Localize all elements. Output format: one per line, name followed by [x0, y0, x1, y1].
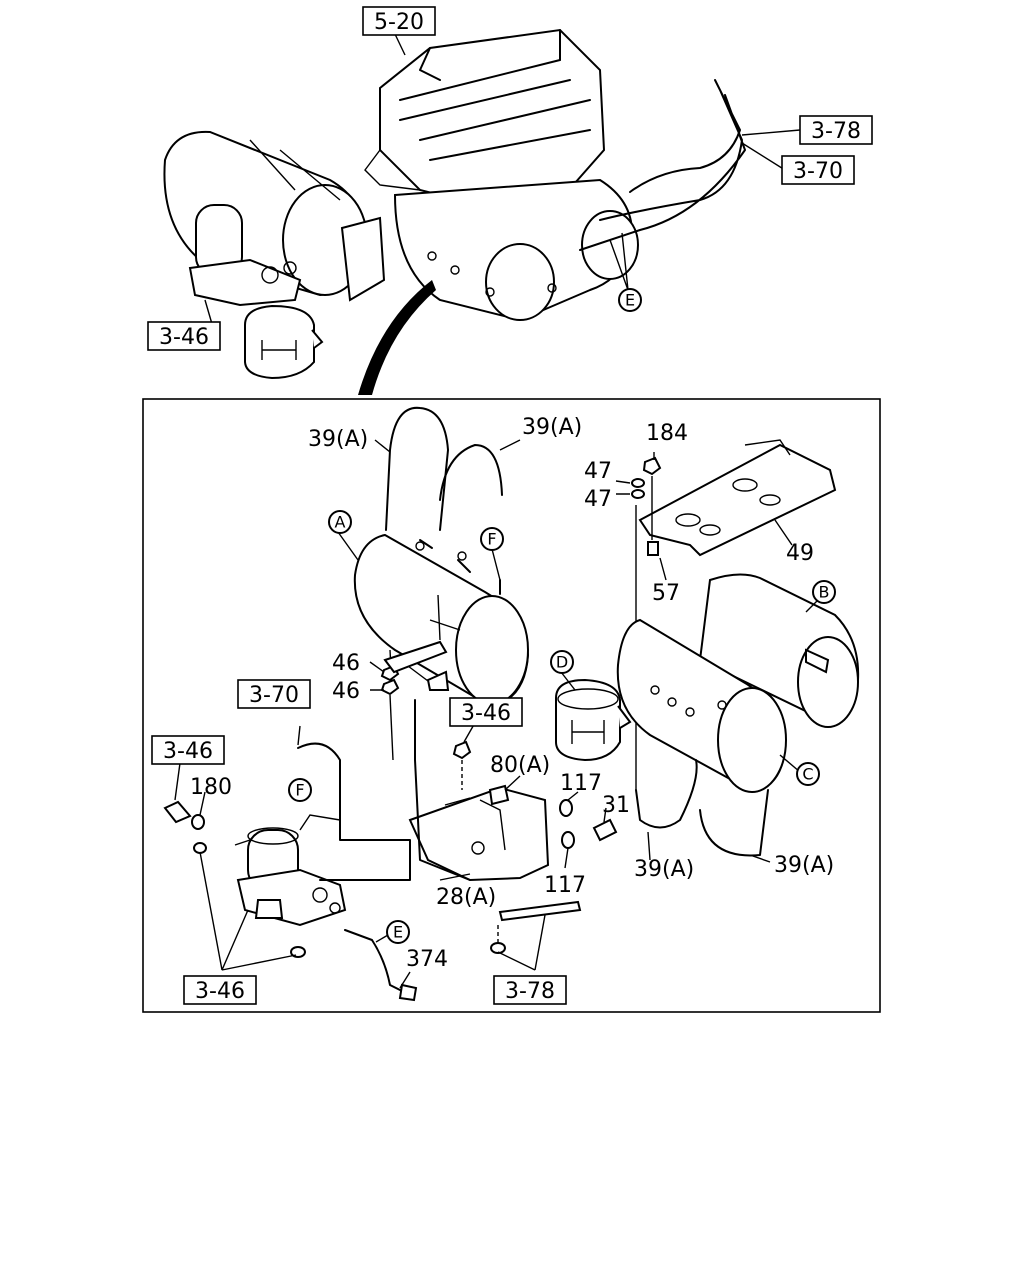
part-label-80a: 80(A): [490, 753, 550, 778]
ref-box-3-70-detail[interactable]: 3-70: [237, 679, 311, 709]
nut-3-46: [452, 740, 472, 760]
svg-text:3-70: 3-70: [793, 159, 843, 184]
part-label-46-1: 46: [332, 651, 360, 676]
callout-e-overview: E: [618, 288, 642, 312]
part-label-117-2: 117: [544, 873, 586, 898]
part-label-39a-1: 39(A): [308, 427, 368, 452]
overview-bracket: [340, 216, 386, 302]
svg-text:B: B: [819, 583, 830, 602]
part-label-49: 49: [786, 541, 814, 566]
pipe-39a-left: [385, 406, 449, 531]
nuts-46: [380, 640, 450, 761]
svg-text:3-46: 3-46: [461, 701, 511, 726]
detail-frame: [142, 398, 881, 1013]
overview-air-dryer: [188, 204, 302, 307]
part-label-39a-3: 39(A): [634, 857, 694, 882]
air-tank-c: [616, 618, 787, 793]
part-label-39a-2: 39(A): [522, 415, 582, 440]
callout-d: D: [550, 650, 574, 674]
overview-illustration: [163, 28, 801, 395]
part-label-46-2: 46: [332, 679, 360, 704]
callout-e-detail: E: [386, 920, 410, 944]
svg-text:F: F: [487, 530, 496, 549]
svg-text:E: E: [625, 291, 635, 310]
svg-text:E: E: [393, 923, 403, 942]
svg-text:D: D: [556, 653, 568, 672]
overview-cover: [244, 304, 324, 380]
svg-text:3-78: 3-78: [811, 119, 861, 144]
part-label-184: 184: [646, 421, 688, 446]
washer-117-top: [559, 799, 573, 817]
part-label-180: 180: [190, 775, 232, 800]
overview-pipes: [579, 79, 746, 251]
overview-detail-arrow: [358, 280, 436, 395]
cover-d: [555, 678, 632, 762]
svg-text:3-70: 3-70: [249, 683, 299, 708]
ref-box-3-70[interactable]: 3-70: [781, 155, 855, 185]
ref-box-3-46-detail-bracket[interactable]: 3-46: [449, 697, 523, 727]
svg-text:5-20: 5-20: [374, 10, 424, 35]
washer-180: [191, 814, 205, 830]
fitting-374: [398, 983, 418, 1002]
pipe-39a-right: [439, 444, 503, 501]
ref-box-3-46[interactable]: 3-46: [147, 321, 221, 351]
washer-117-bottom: [561, 831, 575, 849]
callout-f-bottom: F: [288, 778, 312, 802]
bracket-28a: [408, 784, 550, 882]
part-label-31: 31: [602, 793, 630, 818]
bolt-31: [592, 818, 618, 842]
overview-air-tanks-rear: [393, 178, 639, 322]
callout-a: A: [328, 510, 352, 534]
pipe-39a-lower-left: [635, 759, 698, 829]
overview-leaders: [204, 31, 801, 325]
part-label-374: 374: [406, 947, 448, 972]
callout-c: C: [796, 762, 820, 786]
svg-text:3-46: 3-46: [163, 739, 213, 764]
part-label-117-1: 117: [560, 771, 602, 796]
pipe-39a-lower-right: [699, 789, 769, 857]
callout-f-top: F: [480, 527, 504, 551]
svg-text:3-46: 3-46: [159, 325, 209, 350]
nut-3-78: [490, 942, 506, 954]
air-dryer: [234, 814, 347, 927]
part-label-39a-4: 39(A): [774, 853, 834, 878]
crossmember-49: [638, 439, 837, 557]
air-tank-a: [353, 533, 530, 708]
part-label-47-1: 47: [584, 459, 612, 484]
nut-dryer-bottom: [290, 946, 306, 958]
svg-text:3-46: 3-46: [195, 979, 245, 1004]
ref-box-3-78-detail[interactable]: 3-78: [493, 975, 567, 1005]
part-label-57: 57: [652, 581, 680, 606]
bolt-180: [163, 800, 192, 824]
hose-374: [344, 929, 411, 996]
ref-box-3-46-detail-bottom[interactable]: 3-46: [183, 975, 257, 1005]
ref-box-5-20[interactable]: 5-20: [362, 6, 436, 36]
part-label-28a: 28(A): [436, 885, 496, 910]
air-tank-b: [698, 573, 860, 728]
svg-text:A: A: [335, 513, 346, 532]
svg-text:C: C: [802, 765, 813, 784]
callout-b: B: [812, 580, 836, 604]
ref-box-3-78[interactable]: 3-78: [799, 115, 873, 145]
svg-text:F: F: [295, 781, 304, 800]
nut-dryer-left: [193, 842, 207, 854]
part-label-47-2: 47: [584, 487, 612, 512]
ref-box-3-46-detail-left[interactable]: 3-46: [151, 735, 225, 765]
svg-text:3-78: 3-78: [505, 979, 555, 1004]
pipe-28a: [414, 699, 471, 881]
strap-3-78: [498, 900, 582, 922]
detail-illustration: [163, 406, 860, 1002]
engine-block: [364, 28, 606, 231]
hose-3-70: [297, 742, 411, 881]
